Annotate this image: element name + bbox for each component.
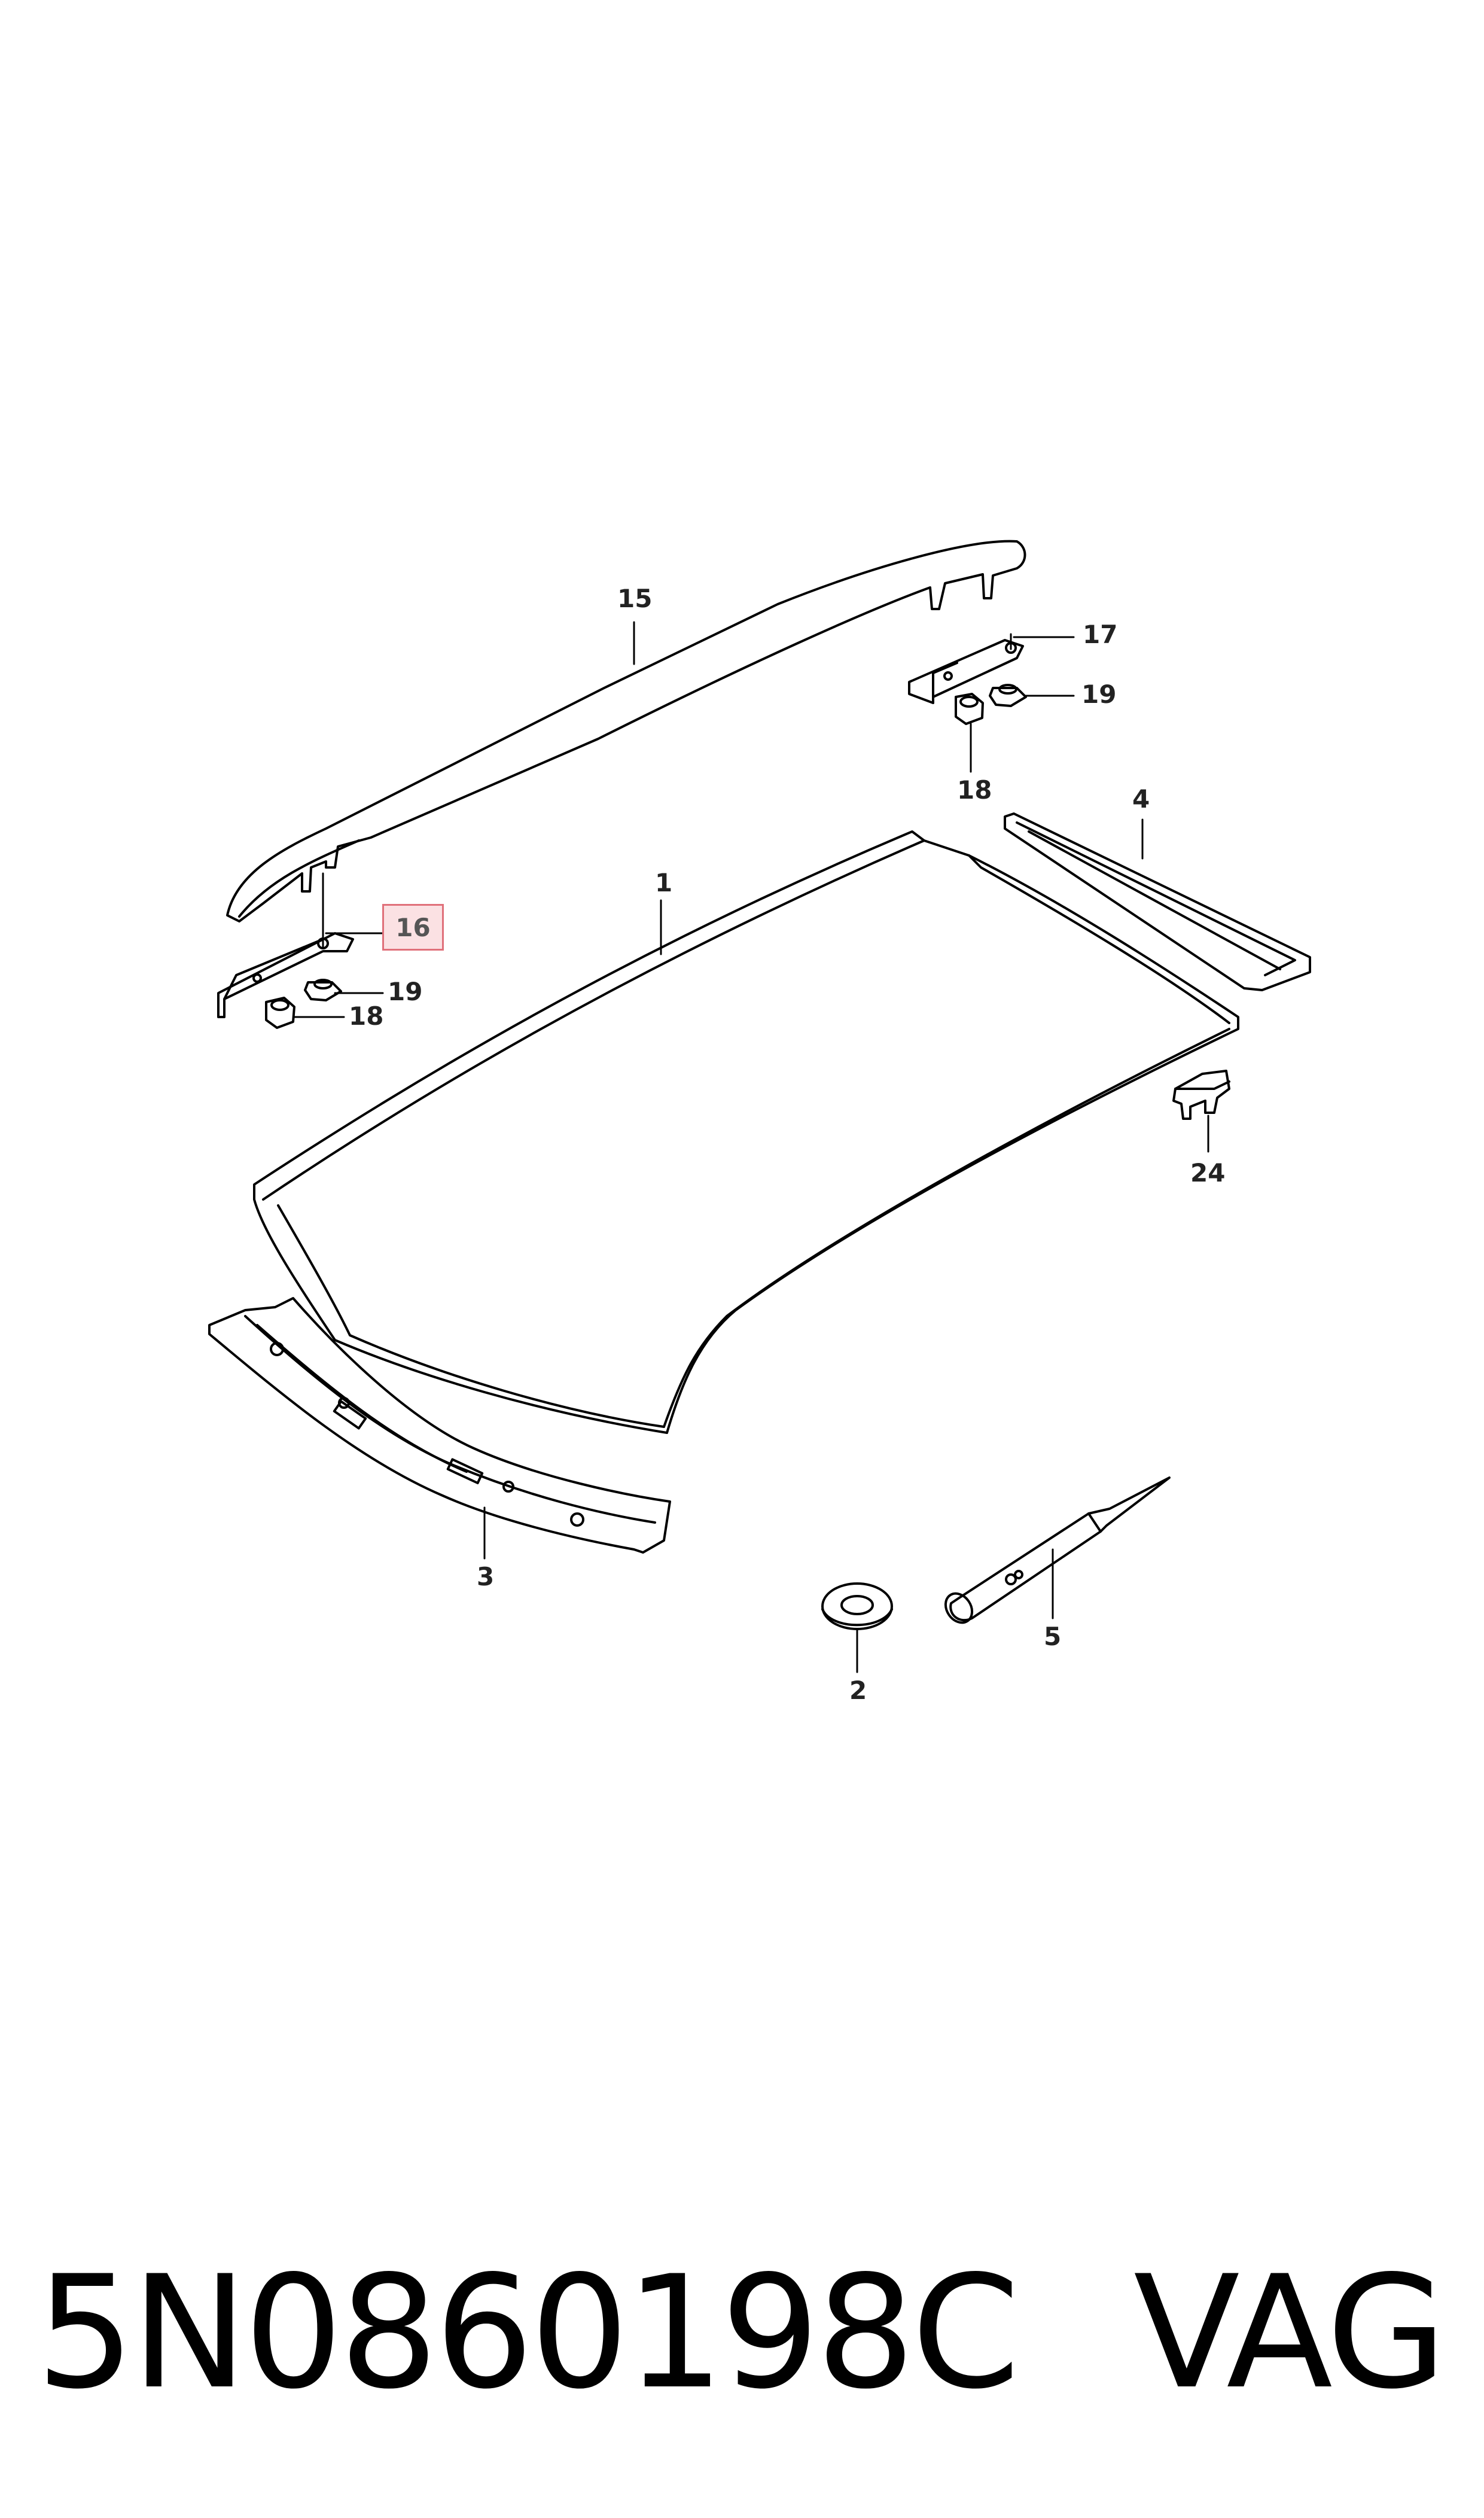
callout-2: 2 bbox=[849, 1676, 867, 1705]
callout-15: 15 bbox=[617, 584, 653, 613]
callout-16: 16 bbox=[395, 912, 431, 942]
callout-18-right: 18 bbox=[957, 775, 992, 805]
strip-part-4 bbox=[1004, 812, 1311, 991]
nut-part-19-left bbox=[304, 979, 342, 1001]
nut-part-18-left bbox=[265, 997, 295, 1029]
nut-part-19-right bbox=[989, 684, 1027, 707]
callout-24: 24 bbox=[1190, 1158, 1226, 1188]
callout-1: 1 bbox=[655, 868, 673, 897]
grommet-part-2 bbox=[821, 1582, 893, 1630]
callout-17: 17 bbox=[1083, 620, 1118, 649]
callout-3: 3 bbox=[477, 1562, 495, 1591]
callout-5: 5 bbox=[1044, 1622, 1062, 1651]
crossmember-part-3 bbox=[208, 1297, 671, 1554]
brand-name: VAG bbox=[1133, 2243, 1447, 2423]
nut-part-18-right bbox=[955, 693, 984, 725]
clip-part-24 bbox=[1172, 1070, 1230, 1120]
callout-19-right: 19 bbox=[1081, 680, 1117, 709]
roof-panel-part-1 bbox=[253, 830, 1239, 1434]
callout-16-highlight: 16 bbox=[382, 904, 444, 951]
cartridge-part-5 bbox=[944, 1476, 1171, 1624]
callout-18-left: 18 bbox=[349, 1001, 384, 1031]
callout-4: 4 bbox=[1132, 784, 1150, 814]
bracket-part-17 bbox=[908, 639, 1024, 704]
leader-lines bbox=[293, 621, 1209, 1673]
part-number: 5N0860198C bbox=[36, 2243, 1020, 2423]
callout-19-left: 19 bbox=[388, 977, 423, 1006]
bracket-part-16 bbox=[217, 932, 354, 1018]
exploded-parts-diagram bbox=[208, 540, 1311, 1673]
roof-rail-part-15 bbox=[226, 540, 1026, 922]
